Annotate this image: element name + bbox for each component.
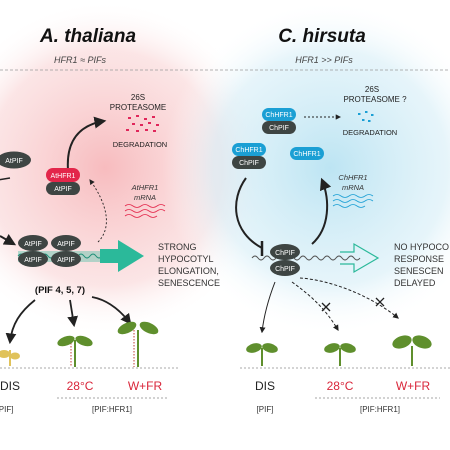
right-response-line-2: RESPONSE [394,254,444,264]
left-condition-28c: 28°C [67,379,94,393]
left-hfr1-complex: AtHFR1 AtPIF [46,168,80,195]
right-hfr1-complex-2-label: ChHFR1 [235,147,262,154]
left-feedback-arrow [89,179,107,243]
left-free-pif: AtPIF [0,151,31,169]
right-hfr1-complex-2: ChHFR1 ChPIF [232,143,266,169]
left-cluster-label-2: AtPIF [24,257,42,264]
left-degradation-dots [126,115,159,132]
left-response-line-4: SENESCENCE [158,278,220,288]
right-response-line-3: SENESCEN [394,266,444,276]
left-species-title: A. thaliana [39,26,137,47]
left-branch-arrow-2 [67,299,78,328]
right-condition-dis: DIS [255,379,275,393]
right-condition-wfr: W+FR [396,379,431,393]
right-halo [162,0,450,336]
right-branch-arrow-2 [291,281,339,332]
left-proteasome-label-2: PROTEASOME [110,103,166,112]
left-seedling-dis [0,350,20,366]
right-proteasome-label-2: PROTEASOME ? [343,95,407,104]
right-mrna-label-1: ChHFR1 [338,173,367,182]
right-mrna-wave-3 [332,204,366,208]
left-cluster-label-3: AtPIF [57,241,75,248]
right-pif-dimer [270,244,300,276]
right-seedling-28c [324,343,356,366]
right-block-mark-2 [375,297,385,307]
right-branch-arrow-1 [259,281,276,334]
right-proteasome-label-1: 26S [365,85,379,94]
right-branch-arrow-3 [299,277,399,319]
left-mrna-label-2: mRNA [134,193,156,202]
right-free-hfr1: ChHFR1 [290,147,324,160]
right-species-title: C. hirsuta [278,26,366,47]
left-branch-arrow-3 [91,296,132,325]
left-bottom-label-pif: [PIF] [0,405,13,414]
left-mrna-wave-3 [124,214,158,218]
left-free-pif-label: AtPIF [5,158,23,165]
right-response-line-1: NO HYPOCO [394,242,449,252]
right-degradation-dots [358,111,374,122]
right-condition-28c: 28°C [327,379,354,393]
left-pif-cluster [18,235,81,267]
left-hfr1-pif-label: AtPIF [54,186,72,193]
right-dimer-label-2: ChPIF [275,266,295,273]
right-mrna-wave-2 [332,199,374,203]
left-partial-arrow-top [0,177,11,181]
left-degradation-label: DEGRADATION [113,140,167,149]
right-mrna-label-2: mRNA [342,183,364,192]
right-hfr1-complex-label: ChHFR1 [265,112,292,119]
left-condition-wfr: W+FR [128,379,163,393]
left-cluster-label-4: AtPIF [57,257,75,264]
left-response-line-3: ELONGATION, [158,266,219,276]
left-relation-label: HFR1 ≈ PIFs [54,55,106,65]
right-seedling-wfr [392,335,432,366]
left-response-line-2: HYPOCOTYL [158,254,214,264]
left-condition-dis: DIS [0,379,20,393]
right-block-mark-1 [321,302,331,312]
left-seedling-wfr [117,321,159,367]
left-strong-arrow [100,240,144,272]
right-relation-label: HFR1 >> PIFs [295,55,353,65]
left-degradation-arrow [66,116,107,171]
right-bottom-label-pif: [PIF] [257,405,274,414]
left-mrna-label-1: AtHFR1 [131,183,159,192]
right-promoter-strand [251,255,361,261]
right-degradation-label: DEGRADATION [343,128,397,137]
right-inhibition-arc [235,177,263,249]
right-dimer-label-1: ChPIF [275,250,295,257]
left-mrna-wave-1 [124,204,166,208]
left-response-line-1: STRONG [158,242,197,252]
left-bottom-label-pifhfr1: [PIF:HFR1] [92,405,132,414]
right-feedback-arrow [311,177,332,245]
left-hfr1-label: AtHFR1 [51,173,76,180]
left-cluster-label-1: AtPIF [24,241,42,248]
right-hfr1-complex-pif: ChPIF [269,125,289,132]
left-pif-group-label: (PIF 4, 5, 7) [35,285,85,296]
right-mrna-wave-1 [332,194,374,198]
right-weak-arrow [340,242,380,274]
left-branch-arrow-1 [5,299,36,345]
left-proteasome-label-1: 26S [131,93,145,102]
right-bottom-label-pifhfr1: [PIF:HFR1] [360,405,400,414]
right-hfr1-complex-2-pif: ChPIF [239,160,259,167]
left-mrna-wave-2 [124,209,166,213]
right-response-line-4: DELAYED [394,278,436,288]
right-hfr1-complex: ChHFR1 ChPIF [262,108,296,134]
right-seedling-dis [246,343,278,366]
right-free-hfr1-label: ChHFR1 [293,151,320,158]
left-seedling-28c [57,335,93,367]
left-input-arrow [0,234,17,246]
